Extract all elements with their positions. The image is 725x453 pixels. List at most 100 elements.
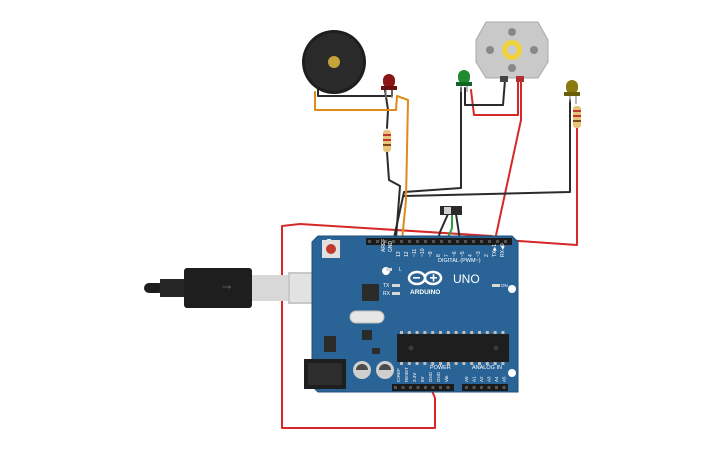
dc-motor[interactable] — [475, 21, 549, 82]
small-chip — [362, 330, 372, 340]
chip-pin — [462, 362, 466, 365]
power-pin-slot[interactable] — [439, 386, 442, 389]
resistor-2[interactable] — [573, 106, 581, 128]
power-pin-slot[interactable] — [446, 386, 450, 389]
digital-pin-label: ~9 — [428, 251, 434, 257]
analog-pin-slot[interactable] — [502, 386, 506, 389]
chip-pin — [415, 362, 419, 365]
digital-pin-label: 13 — [396, 251, 402, 257]
digital-pin-slot[interactable] — [488, 240, 491, 243]
analog-pin-label: A3 — [487, 376, 492, 382]
piezo-buzzer[interactable] — [302, 30, 366, 94]
chip-pin — [431, 331, 435, 334]
analog-pin-slot[interactable] — [495, 386, 498, 389]
analog-pin-slot[interactable] — [487, 386, 491, 389]
green-led[interactable] — [456, 70, 472, 92]
analog-pin-label: A1 — [472, 376, 477, 382]
power-pin-slot[interactable] — [431, 386, 435, 389]
chip-pin — [470, 362, 474, 365]
red-led[interactable] — [381, 74, 397, 98]
digital-pin-slot[interactable] — [504, 240, 507, 243]
digital-pin-label: TX▶1 — [492, 244, 498, 257]
digital-pin-slot[interactable] — [424, 240, 427, 243]
digital-pin-slot[interactable] — [440, 240, 443, 243]
chip-pin — [501, 331, 505, 334]
chip-pin — [470, 331, 474, 334]
power-pin-label: GND — [436, 371, 441, 382]
digital-pin-slot[interactable] — [472, 240, 475, 243]
power-pin-slot[interactable] — [394, 386, 397, 389]
digital-pin-label: 12 — [404, 251, 410, 257]
digital-header[interactable] — [366, 238, 512, 245]
digital-pin-slot[interactable] — [376, 240, 379, 243]
digital-pin-slot[interactable] — [384, 240, 387, 243]
atmega-chip — [397, 334, 509, 362]
black-wire-gnd-bus-2[interactable] — [403, 99, 571, 197]
orange-wire-buzzer[interactable] — [314, 91, 409, 241]
analog-pin-slot[interactable] — [465, 386, 468, 389]
yellow-led[interactable] — [564, 80, 580, 104]
power-header[interactable] — [392, 384, 454, 391]
crystal — [349, 310, 385, 324]
digital-pin-slot[interactable] — [368, 240, 371, 243]
digital-pin-label: ~3 — [476, 251, 482, 257]
red-wire-5v-loop[interactable] — [281, 223, 493, 429]
chip-pin — [400, 331, 403, 334]
chip-pin — [439, 362, 442, 365]
chip-pin — [407, 331, 411, 334]
chip-pin — [454, 362, 458, 365]
power-pin-slot[interactable] — [416, 386, 420, 389]
led-l-label: L — [399, 267, 402, 273]
chip-pin — [439, 331, 442, 334]
black-wire-resistor-down[interactable] — [386, 151, 401, 239]
digital-pin-slot[interactable] — [464, 240, 467, 243]
red-wire-yellow[interactable] — [504, 127, 578, 246]
chip-pin — [501, 362, 505, 365]
digital-pin-slot[interactable] — [480, 240, 483, 243]
analog-label: ANALOG IN — [472, 365, 502, 371]
power-pin-slot[interactable] — [424, 386, 427, 389]
arduino-logo-text: ARDUINO — [410, 289, 440, 296]
analog-pin-label: A5 — [502, 376, 507, 382]
arduino-logo-icon — [407, 270, 443, 286]
digital-pin-label: 4 — [468, 254, 474, 257]
power-pin-slot[interactable] — [409, 386, 412, 389]
digital-pin-label: 7 — [444, 254, 450, 257]
digital-pin-slot[interactable] — [416, 240, 419, 243]
digital-pin-label: 2 — [484, 254, 490, 257]
power-pin-label: RESET — [404, 367, 409, 382]
slide-switch[interactable] — [440, 206, 462, 215]
black-wire-green-motor[interactable] — [464, 79, 506, 106]
analog-pin-slot[interactable] — [480, 386, 483, 389]
power-pin-label: 5V — [420, 376, 425, 382]
digital-pin-slot[interactable] — [408, 240, 411, 243]
analog-pin-slot[interactable] — [472, 386, 476, 389]
analog-pin-label: A2 — [479, 376, 484, 382]
digital-pin-slot[interactable] — [432, 240, 435, 243]
board-model: UNO — [453, 272, 480, 286]
chip-pin — [446, 362, 450, 365]
analog-header[interactable] — [462, 384, 508, 391]
black-wire-gnd-bus-1[interactable] — [393, 87, 462, 239]
power-pin-slot[interactable] — [401, 386, 405, 389]
digital-pin-slot[interactable] — [392, 240, 395, 243]
red-wire-motor-green[interactable] — [470, 79, 519, 116]
chip-pin — [446, 331, 450, 334]
analog-pin-label: A4 — [494, 376, 499, 382]
reset-button[interactable] — [326, 244, 336, 254]
led-rx-label: RX — [383, 291, 391, 297]
red-wire-motor[interactable] — [494, 79, 522, 241]
digital-pin-slot[interactable] — [448, 240, 451, 243]
power-pin-label: Vin — [444, 375, 449, 382]
digital-pin-label: ~5 — [460, 251, 466, 257]
chip-pin — [493, 331, 497, 334]
digital-pin-slot[interactable] — [400, 240, 403, 243]
digital-pin-slot[interactable] — [456, 240, 459, 243]
chip-pin — [423, 362, 427, 365]
resistor-1[interactable] — [383, 130, 391, 152]
digital-pin-slot[interactable] — [496, 240, 499, 243]
chip-pin — [407, 362, 411, 365]
voltage-regulator — [324, 336, 336, 352]
chip-pin — [454, 331, 458, 334]
